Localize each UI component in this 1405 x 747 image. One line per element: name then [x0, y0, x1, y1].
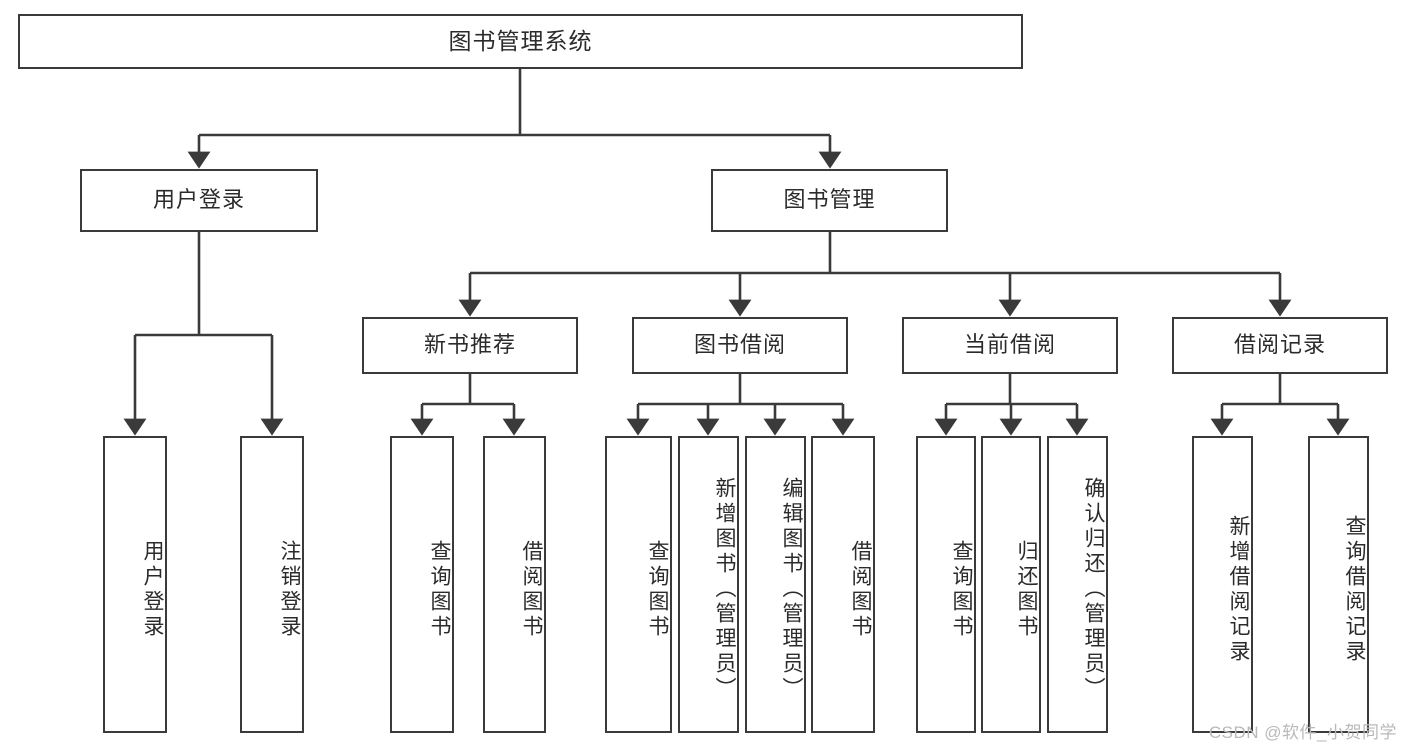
node-leaf-user-login[interactable]: 用户登录 [103, 436, 167, 733]
node-label: 注销登录 [278, 539, 301, 640]
node-label: 用户登录 [141, 539, 164, 640]
node-label: 查询借阅记录 [1343, 514, 1366, 665]
node-label: 新增图书（管理员） [713, 477, 736, 702]
node-leaf-borrow-book-2[interactable]: 借阅图书 [811, 436, 875, 733]
node-label: 借阅图书 [520, 539, 543, 640]
node-label: 当前借阅 [963, 332, 1056, 358]
node-label: 查询图书 [646, 539, 669, 640]
node-user-login[interactable]: 用户登录 [80, 169, 318, 232]
node-borrow-record[interactable]: 借阅记录 [1172, 317, 1388, 374]
node-leaf-query-record[interactable]: 查询借阅记录 [1308, 436, 1369, 733]
node-label: 借阅记录 [1233, 332, 1326, 358]
node-current-borrow[interactable]: 当前借阅 [902, 317, 1118, 374]
node-label: 新增借阅记录 [1227, 514, 1250, 665]
node-label: 新书推荐 [423, 332, 516, 358]
node-leaf-add-book[interactable]: 新增图书（管理员） [678, 436, 739, 733]
node-label: 图书管理 [783, 187, 876, 213]
node-leaf-borrow-book-1[interactable]: 借阅图书 [483, 436, 546, 733]
node-label: 编辑图书（管理员） [780, 477, 803, 702]
node-label: 图书管理系统 [448, 27, 593, 54]
node-label: 归还图书 [1015, 539, 1038, 640]
watermark-text: CSDN @软件_小贺同学 [1208, 723, 1397, 742]
node-leaf-add-record[interactable]: 新增借阅记录 [1192, 436, 1253, 733]
node-book-manage[interactable]: 图书管理 [711, 169, 948, 232]
node-label: 查询图书 [428, 539, 451, 640]
node-leaf-confirm-return[interactable]: 确认归还（管理员） [1047, 436, 1108, 733]
node-leaf-edit-book[interactable]: 编辑图书（管理员） [745, 436, 806, 733]
node-label: 用户登录 [152, 187, 245, 213]
node-leaf-logout[interactable]: 注销登录 [240, 436, 304, 733]
node-leaf-return-book[interactable]: 归还图书 [981, 436, 1041, 733]
node-leaf-query-book-2[interactable]: 查询图书 [605, 436, 672, 733]
node-label: 图书借阅 [693, 332, 786, 358]
node-leaf-query-book-1[interactable]: 查询图书 [390, 436, 454, 733]
node-leaf-query-book-3[interactable]: 查询图书 [916, 436, 976, 733]
node-label: 查询图书 [950, 539, 973, 640]
node-root-system[interactable]: 图书管理系统 [18, 14, 1023, 69]
node-label: 借阅图书 [849, 539, 872, 640]
node-new-book-rec[interactable]: 新书推荐 [362, 317, 578, 374]
node-book-borrow[interactable]: 图书借阅 [632, 317, 848, 374]
node-label: 确认归还（管理员） [1082, 477, 1105, 702]
